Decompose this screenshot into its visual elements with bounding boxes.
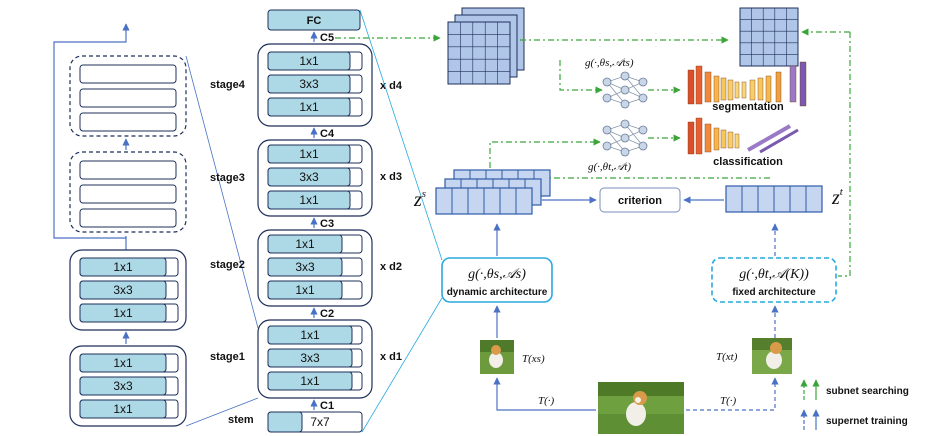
layer-label: 1x1 xyxy=(299,54,319,68)
stage-label: stage3 xyxy=(210,172,245,184)
dynamic-func: g(·,θs,𝒜s) xyxy=(468,267,526,282)
repeat-label: x d2 xyxy=(380,261,402,273)
zs-feature-stack xyxy=(435,169,551,215)
layer-label: 1x1 xyxy=(300,374,320,388)
zs-to-cls-head xyxy=(489,138,601,168)
fixed-func: g(·,θt,𝒜(K)) xyxy=(739,267,809,282)
layer-label: 1x1 xyxy=(299,100,319,114)
image-to-right-aug xyxy=(686,377,779,411)
layer-label: 1x1 xyxy=(113,402,133,416)
zoom-line xyxy=(185,397,259,427)
empty-layer xyxy=(79,112,177,132)
segmentation-label: segmentation xyxy=(712,101,784,113)
dog-image-augmented-left xyxy=(480,340,514,374)
fixed-arch-to-grid xyxy=(838,32,851,277)
grid-to-seg-head xyxy=(559,60,603,94)
stage-label: stage1 xyxy=(210,351,245,363)
layer-label: 1x1 xyxy=(295,283,315,297)
fc-layer xyxy=(267,9,361,31)
classification-network xyxy=(687,117,799,155)
stem-layer-label: 7x7 xyxy=(310,415,330,429)
empty-layer xyxy=(79,184,177,204)
repeat-label: x d1 xyxy=(380,351,402,363)
dynamic-input-label: T(xs) xyxy=(522,353,545,365)
seg-head-func: g(·,θs,𝒜ts) xyxy=(585,57,634,69)
stem-label: stem xyxy=(228,414,254,426)
legend-subnet-label: subnet searching xyxy=(826,386,909,397)
layer-label: 1x1 xyxy=(113,260,133,274)
dog-image-original xyxy=(598,382,684,434)
empty-layer xyxy=(79,160,177,180)
backbone: FC C5 stage4 x d4 1x1 3x3 1x1 C4 stage3 … xyxy=(210,9,403,433)
transform-right-label: T(·) xyxy=(720,395,737,407)
seg-head-graph xyxy=(602,71,648,109)
target-feature-map xyxy=(739,7,799,67)
c4-label: C4 xyxy=(320,128,335,140)
transform-left-label: T(·) xyxy=(538,395,555,407)
legend-supernet-label: supernet training xyxy=(826,416,908,427)
fixed-label: fixed architecture xyxy=(732,287,816,298)
zoom-line xyxy=(361,297,443,433)
criterion-label: criterion xyxy=(618,195,662,207)
c1-label: C1 xyxy=(320,400,334,412)
repeat-label: x d3 xyxy=(380,171,402,183)
stage-label: stage2 xyxy=(210,259,245,271)
dynamic-architecture-box xyxy=(441,257,553,303)
layer-label: 3x3 xyxy=(113,379,133,393)
cls-head-graph xyxy=(602,119,648,157)
segmentation-network xyxy=(687,61,807,107)
layer-label: 1x1 xyxy=(295,237,315,251)
stage-label: stage4 xyxy=(210,79,246,91)
empty-layer xyxy=(79,208,177,228)
c5-label: C5 xyxy=(320,32,334,44)
layer-label: 3x3 xyxy=(295,260,315,274)
layer-label: 3x3 xyxy=(300,351,320,365)
empty-layer xyxy=(79,88,177,108)
layer-label: 1x1 xyxy=(113,306,133,320)
criterion-box xyxy=(599,187,681,213)
c3-label: C3 xyxy=(320,218,334,230)
zt-feature-vector xyxy=(725,185,823,213)
image-to-left-aug xyxy=(493,377,596,411)
dog-image-augmented-right xyxy=(752,338,792,374)
fixed-architecture-box xyxy=(711,257,837,303)
zoom-line xyxy=(185,55,259,329)
classification-label: classification xyxy=(713,156,783,168)
feature-map-stack xyxy=(447,7,525,85)
empty-layer xyxy=(79,64,177,84)
zoom-line xyxy=(359,9,443,261)
layer-label: 3x3 xyxy=(299,170,319,184)
layer-label: 1x1 xyxy=(113,356,133,370)
layer-label: 3x3 xyxy=(113,283,133,297)
loop-connector xyxy=(53,23,130,239)
zs-label: zs xyxy=(413,188,426,211)
legend: subnet searching supernet training xyxy=(800,379,909,430)
expanded-block: 1x1 3x3 1x1 1x1 3x3 1x1 xyxy=(53,23,187,427)
layer-label: 1x1 xyxy=(299,193,319,207)
fc-label: FC xyxy=(307,15,322,27)
dynamic-label: dynamic architecture xyxy=(447,287,548,298)
c2-label: C2 xyxy=(320,308,334,320)
zt-label: zt xyxy=(831,186,844,209)
layer-label: 3x3 xyxy=(299,77,319,91)
cls-head-func: g(·,θt,𝒜t) xyxy=(588,161,631,173)
fixed-input-label: T(xt) xyxy=(716,351,738,363)
layer-label: 1x1 xyxy=(300,328,320,342)
layer-label: 1x1 xyxy=(299,147,319,161)
